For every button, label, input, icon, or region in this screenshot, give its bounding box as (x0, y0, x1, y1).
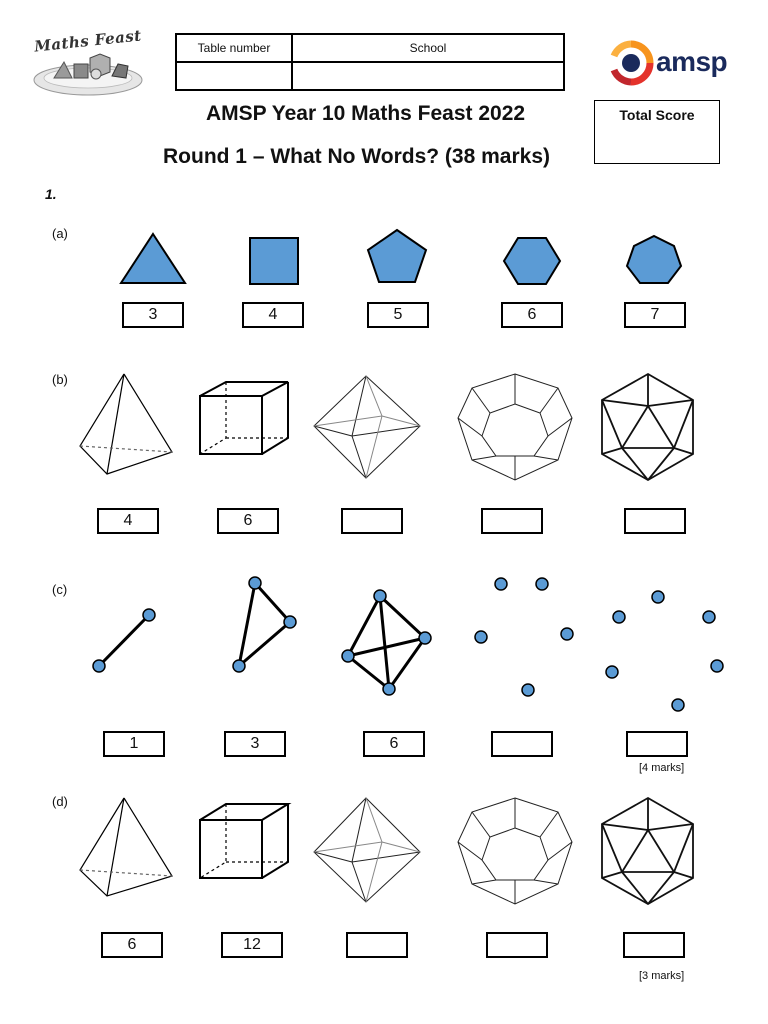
octahedron-image (313, 797, 421, 903)
answer-box-d5[interactable] (623, 932, 685, 958)
answer-box-c5[interactable] (626, 731, 688, 757)
part-d-label: (d) (52, 794, 68, 809)
header-info-table: Table number School (175, 33, 565, 91)
part-b-label: (b) (52, 372, 68, 387)
part-a-label: (a) (52, 226, 68, 241)
cube-image (199, 381, 289, 455)
answer-box-a4[interactable]: 6 (501, 302, 563, 328)
answer-box-b5[interactable] (624, 508, 686, 534)
amsp-logo: amsp (608, 40, 732, 88)
answer-box-c1[interactable]: 1 (103, 731, 165, 757)
answer-box-a1[interactable]: 3 (122, 302, 184, 328)
square-shape (249, 237, 299, 285)
feast-plate-image (33, 53, 143, 96)
six-point-graph (605, 590, 724, 712)
question-number: 1. (45, 186, 57, 202)
three-point-graph (232, 576, 297, 673)
answer-box-c3[interactable]: 6 (363, 731, 425, 757)
pentagon-shape (366, 228, 428, 283)
part-c-label: (c) (52, 582, 68, 597)
tetrahedron-image (79, 797, 173, 897)
total-score-label: Total Score (619, 107, 695, 123)
part-c-marks: [4 marks] (639, 762, 685, 774)
part-d-marks: [3 marks] (639, 970, 685, 982)
icosahedron-image (601, 796, 694, 906)
answer-box-d3[interactable] (346, 932, 408, 958)
answer-box-b2[interactable]: 6 (217, 508, 279, 534)
answer-box-b4[interactable] (481, 508, 543, 534)
four-point-graph (341, 589, 432, 696)
icosahedron-image (601, 372, 694, 482)
table-number-label: Table number (177, 35, 293, 63)
dodecahedron-image (457, 797, 573, 905)
heptagon-shape (625, 234, 683, 284)
answer-box-c2[interactable]: 3 (224, 731, 286, 757)
total-score-box[interactable]: Total Score (594, 100, 720, 164)
round-title: Round 1 – What No Words? (38 marks) (163, 145, 550, 168)
table-number-field[interactable] (177, 63, 293, 89)
triangle-shape (119, 232, 187, 284)
answer-box-a5[interactable]: 7 (624, 302, 686, 328)
school-label: School (293, 35, 563, 63)
tetrahedron-image (79, 373, 173, 475)
page-title: AMSP Year 10 Maths Feast 2022 (206, 102, 526, 125)
answer-box-b3[interactable] (341, 508, 403, 534)
maths-feast-logo: Maths Feast (30, 26, 148, 98)
answer-box-d1[interactable]: 6 (101, 932, 163, 958)
octahedron-image (313, 375, 421, 479)
dodecahedron-image (457, 373, 573, 481)
answer-box-a2[interactable]: 4 (242, 302, 304, 328)
amsp-logo-text: amsp (656, 46, 728, 77)
two-point-graph (92, 608, 156, 673)
answer-box-a3[interactable]: 5 (367, 302, 429, 328)
answer-box-d2[interactable]: 12 (221, 932, 283, 958)
cube-image (199, 803, 292, 879)
answer-box-d4[interactable] (486, 932, 548, 958)
answer-box-b1[interactable]: 4 (97, 508, 159, 534)
answer-box-c4[interactable] (491, 731, 553, 757)
hexagon-shape (502, 237, 562, 285)
five-point-graph (474, 577, 574, 697)
amsp-logo-mark-icon (610, 40, 654, 86)
